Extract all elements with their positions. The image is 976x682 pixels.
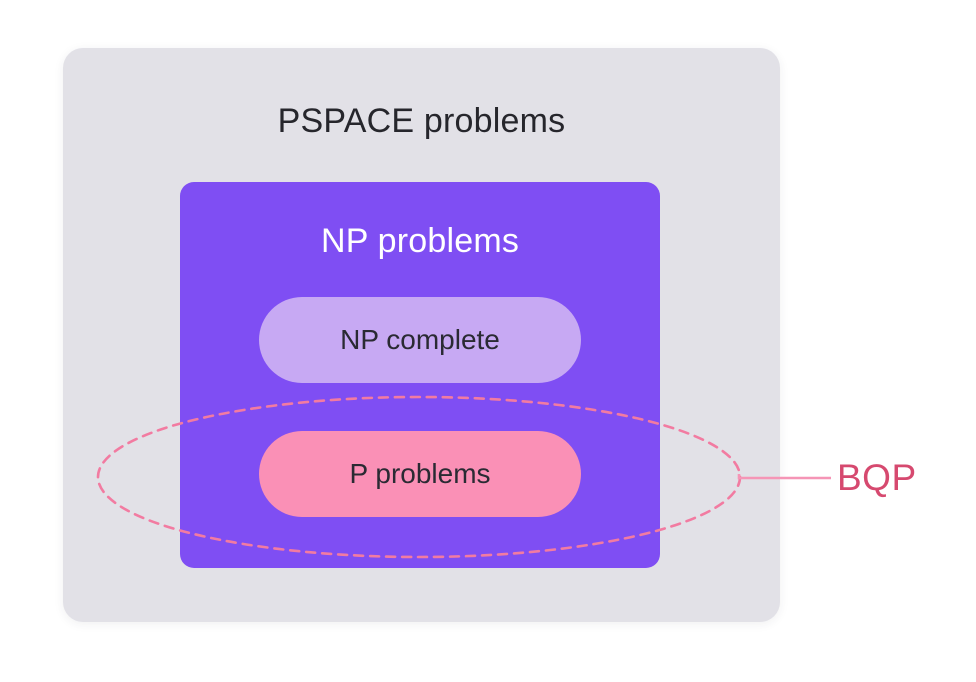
p-problems-pill: P problems (259, 431, 581, 517)
np-set-label: NP problems (320, 222, 520, 260)
p-problems-label: P problems (349, 458, 491, 489)
np-complete-pill: NP complete (259, 297, 581, 383)
np-complete-label: NP complete (340, 324, 500, 355)
pspace-set-label: PSPACE problems (277, 102, 566, 140)
bqp-label: BQP (837, 457, 917, 498)
np-set-box: NP problems NP complete P problems (180, 182, 660, 568)
